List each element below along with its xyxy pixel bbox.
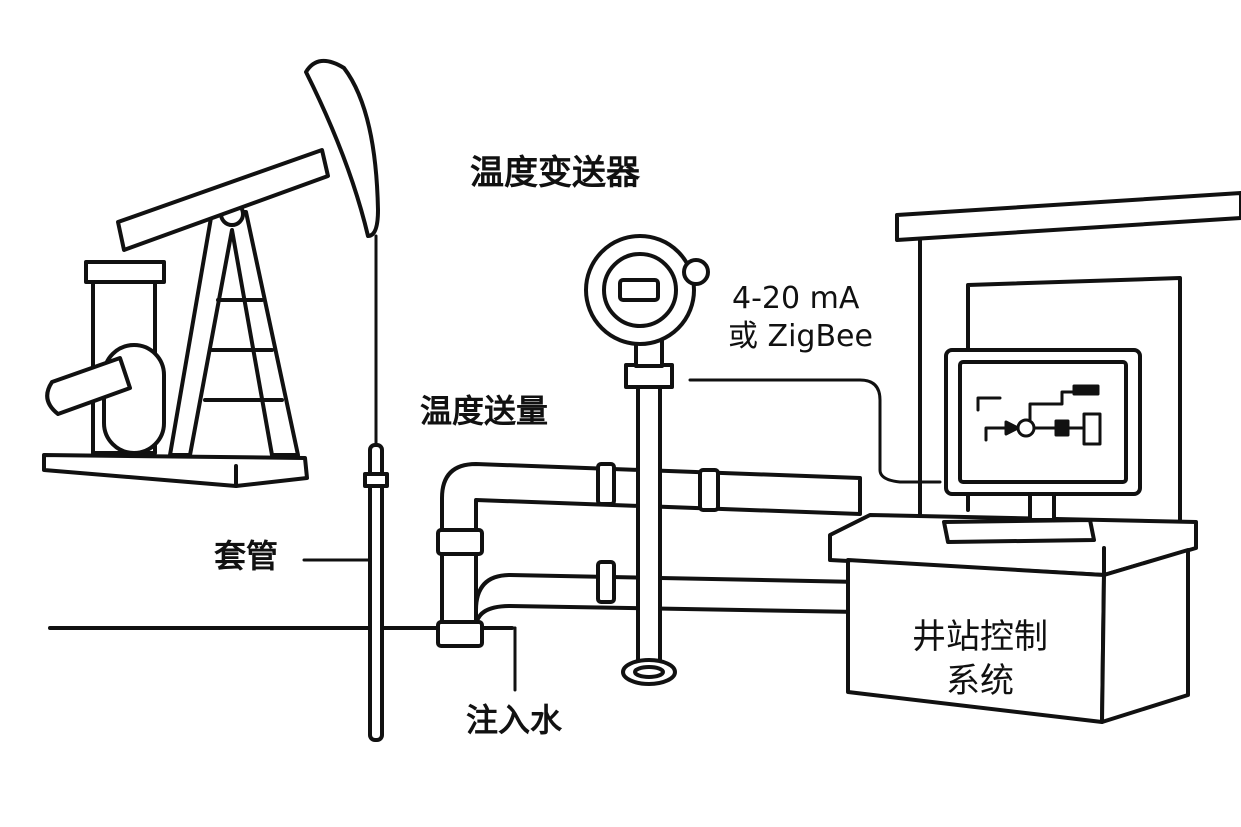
control-system-label-line2: 系统 [946, 661, 1014, 701]
casing-label: 套管 [214, 537, 279, 575]
control-station [828, 191, 1241, 724]
control-system-label-line1: 井站控制 [912, 617, 1048, 657]
casing-pipe [302, 443, 389, 742]
temperature-transmitter-icon [584, 234, 942, 686]
signal-label-line2: 或 ZigBee [728, 319, 873, 354]
schematic-graphic [976, 384, 1102, 446]
pumpjack-icon [42, 59, 380, 488]
transmitter-label: 温度变送器 [470, 153, 640, 193]
water-injection-label: 注入水 [466, 701, 563, 739]
signal-label-line1: 4-20 mA [732, 281, 860, 316]
monitor-icon [942, 348, 1142, 544]
temperature-measure-label: 温度送量 [420, 392, 549, 430]
injection-pipes [436, 462, 862, 692]
